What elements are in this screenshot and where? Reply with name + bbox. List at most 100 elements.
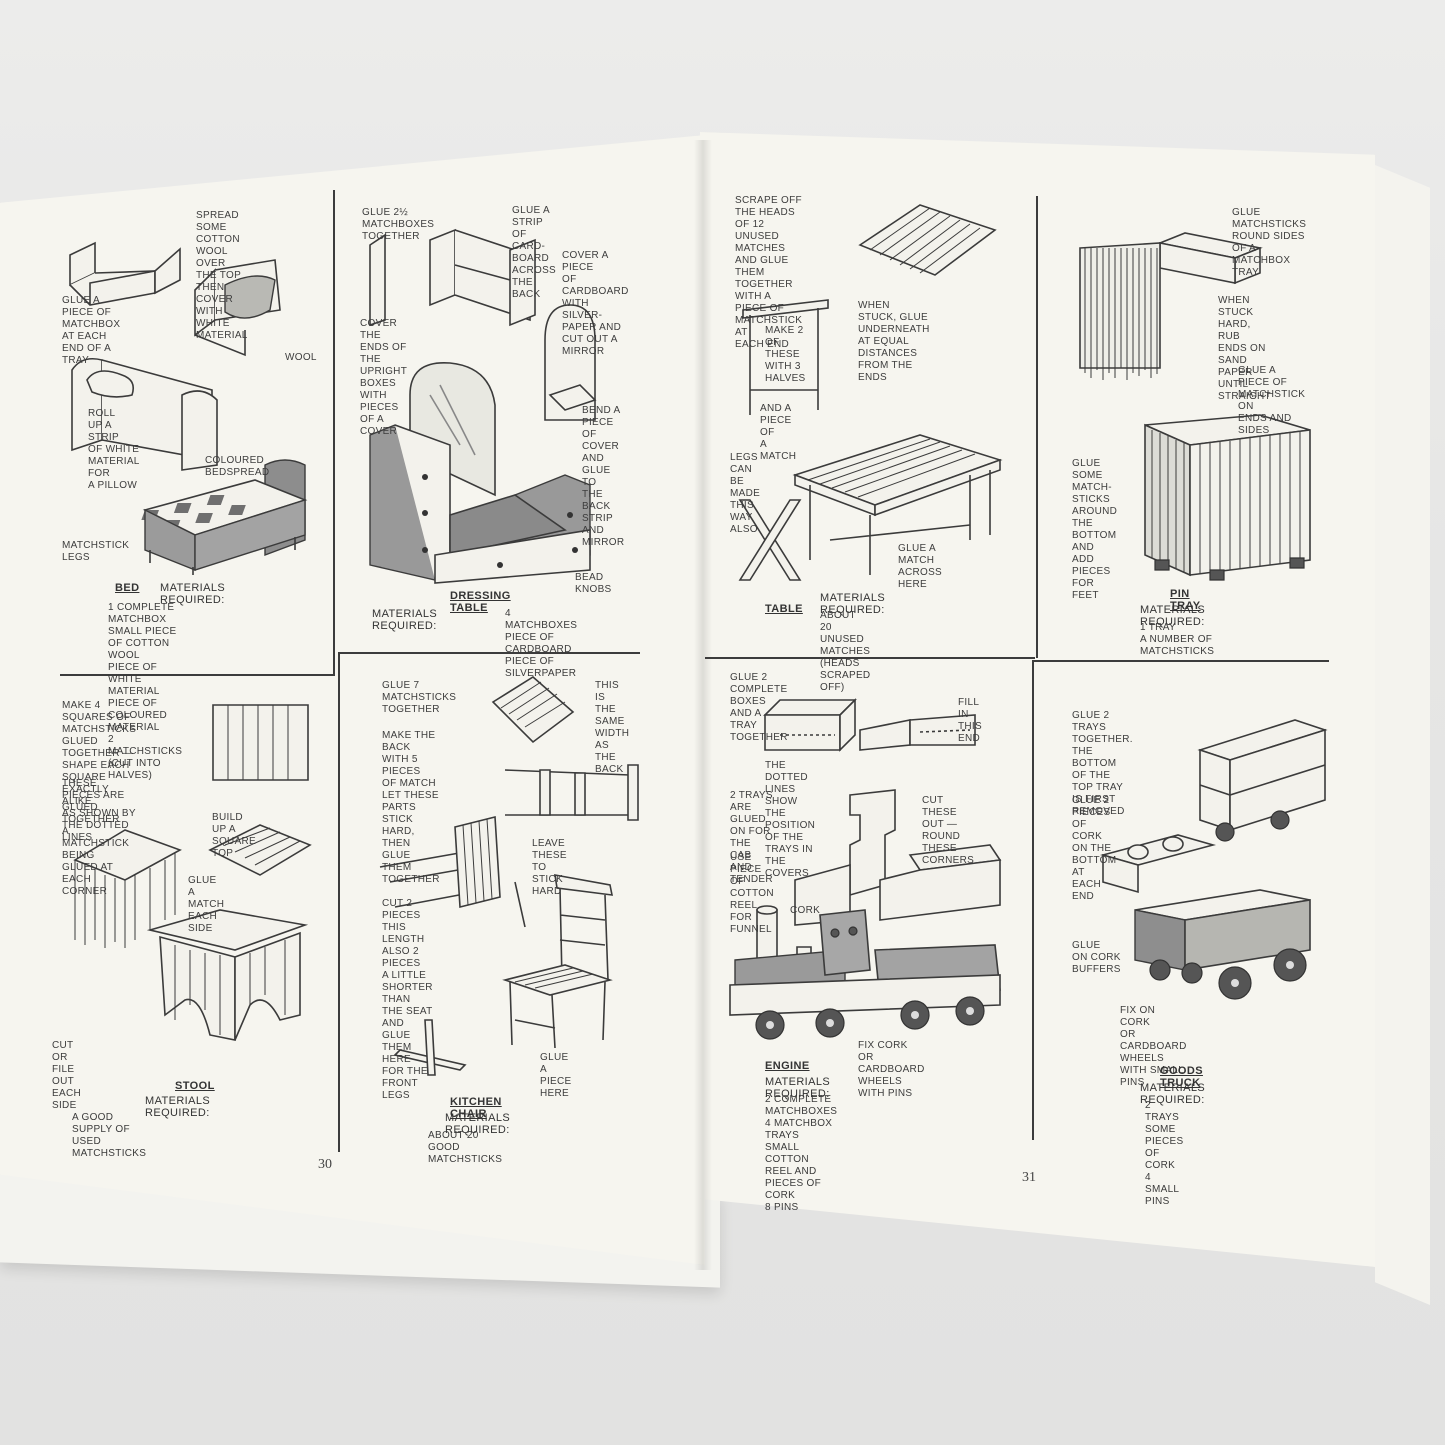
bed-materials: 1 COMPLETE MATCHBOX SMALL PIECE OF COTTO… [108, 602, 183, 781]
divider-right-horizontal-2 [1034, 660, 1329, 662]
engine-materials: 2 COMPLETE MATCHBOXES 4 MATCHBOX TRAYS S… [765, 1094, 838, 1213]
table-materials: ABOUT 20 UNUSED MATCHES (HEADS SCRAPED O… [820, 610, 871, 693]
book-gutter [694, 140, 712, 1270]
engine-caption-glue2: GLUE 2 COMPLETE BOXES AND A TRAY TOGETHE… [730, 672, 788, 743]
engine-caption-dotted: THE DOTTED LINES SHOW THE POSITION OF TH… [765, 760, 816, 879]
bed-tray-drawing [60, 235, 190, 325]
truck-caption-wheels: FIX ON CORK OR CARDBOARD WHEELS WITH SMA… [1120, 1005, 1187, 1088]
engine-caption-cut-round: CUT THESE OUT — ROUND THESE CORNERS [922, 795, 975, 866]
chair-back-frame-drawing [500, 755, 645, 825]
chair-finished-drawing [500, 870, 630, 1050]
table-leg-frame-drawing [738, 290, 838, 420]
stool-finished-drawing [140, 905, 310, 1045]
engine-caption-funnel: USE PIECE OF COTTON REEL FOR FUNNEL [730, 852, 774, 935]
pin-tray-materials-label: MATERIALS REQUIRED: [1140, 604, 1206, 628]
engine-cab-drawing [790, 785, 1010, 930]
pin-tray-sticks-drawing [1075, 228, 1265, 388]
table-caption-across: GLUE A MATCH ACROSS HERE [898, 543, 943, 590]
bed-caption-spread: SPREAD SOME COTTON WOOL OVER THE TOP THE… [196, 210, 248, 341]
pin-tray-caption-rub: WHEN STUCK HARD, RUB ENDS ON SAND PAPER … [1218, 295, 1271, 402]
stool-caption-pieces: THESE PIECES ARE GLUED TOGETHER A MATCHS… [62, 778, 130, 897]
chair-caption-glue-piece: GLUE A PIECE HERE [540, 1052, 572, 1099]
chair-assembly-drawing [375, 812, 545, 932]
engine-caption-wheels: FIX CORK OR CARDBOARD WHEELS WITH PINS [858, 1040, 925, 1099]
engine-materials-label: MATERIALS REQUIRED: [765, 1076, 831, 1100]
dressing-caption-glue-boxes: GLUE 2½ MATCHBOXES TOGETHER [362, 207, 435, 242]
table-caption-when-stuck: WHEN STUCK, GLUE UNDERNEATH AT EQUAL DIS… [858, 300, 930, 383]
dressing-boxes-drawing [360, 225, 550, 335]
truck-materials-label: MATERIALS REQUIRED: [1140, 1082, 1206, 1106]
truck-caption-glue2: GLUE 2 TRAYS TOGETHER. THE BOTTOM OF THE… [1072, 710, 1133, 817]
bed-caption-roll: ROLL UP A STRIP OF WHITE MATERIAL FOR A … [88, 408, 140, 491]
stool-materials: A GOOD SUPPLY OF USED MATCHSTICKS [72, 1112, 147, 1159]
table-materials-label: MATERIALS REQUIRED: [820, 592, 886, 616]
table-caption-make2: MAKE 2 OF THESE WITH 3 HALVES [765, 325, 806, 384]
chair-materials-label: MATERIALS REQUIRED: [445, 1112, 511, 1136]
dressing-caption-cover: COVER A PIECE OF CARDBOARD WITH SILVER- … [562, 250, 629, 357]
stool-top-drawing [205, 820, 315, 880]
dressing-title: DRESSING TABLE [450, 590, 511, 614]
pin-tray-caption-glue-piece: GLUE A PIECE OF MATCHSTICK ON ENDS AND S… [1238, 365, 1306, 436]
dressing-caption-bend: BEND A PIECE OF COVER AND GLUE TO THE BA… [582, 405, 625, 548]
table-x-legs-drawing [735, 495, 805, 585]
chair-caption-back: MAKE THE BACK WITH 5 PIECES OF MATCH LET… [382, 730, 440, 885]
chair-materials: ABOUT 20 GOOD MATCHSTICKS [428, 1130, 503, 1165]
dressing-finished-drawing [365, 355, 600, 585]
engine-caption-cab: 2 TRAYS ARE GLUED ON FOR THE CAB AND TEN… [730, 790, 773, 885]
pin-tray-materials: 1 TRAY A NUMBER OF MATCHSTICKS [1140, 622, 1215, 657]
table-finished-drawing [790, 430, 1005, 580]
stool-square-drawing [208, 700, 318, 790]
bed-caption-bedspread: COLOURED BEDSPREAD [205, 455, 270, 478]
page-number-right: 31 [1022, 1170, 1036, 1185]
table-caption-and-piece: AND A PIECE OF A MATCH [760, 403, 797, 462]
divider-left-horizontal [60, 674, 335, 676]
dressing-materials-label: MATERIALS REQUIRED: [372, 608, 438, 632]
engine-caption-cork: CORK [790, 905, 821, 916]
truck-trays-drawing [1195, 715, 1330, 845]
engine-caption-fill: FILL IN THIS END [958, 697, 982, 744]
stool-frame-drawing [55, 820, 185, 950]
dressing-caption-strip: GLUE A STRIP OF CARD- BOARD ACROSS THE B… [512, 205, 557, 300]
pin-tray-finished-drawing [1140, 410, 1315, 585]
divider-right-vertical-top [1036, 196, 1038, 658]
chair-seat-drawing [488, 672, 578, 752]
dressing-caption-knobs: BEAD KNOBS [575, 572, 612, 595]
stool-caption-build: BUILD UP A SQUARE TOP [212, 812, 257, 859]
divider-right-horizontal [705, 657, 1035, 659]
page-number-left: 30 [318, 1157, 332, 1172]
truck-caption-buffers: GLUE ON CORK BUFFERS [1072, 940, 1121, 975]
bed-wool-drawing [185, 250, 295, 360]
bed-title: BED [115, 582, 140, 594]
divider-right-vertical-bottom [1032, 660, 1034, 1140]
chair-caption-cut2: CUT 2 PIECES THIS LENGTH ALSO 2 PIECES A… [382, 898, 433, 1101]
bed-caption-glue: GLUE A PIECE OF MATCHBOX AT EACH END OF … [62, 295, 121, 366]
engine-finished-drawing [725, 905, 1005, 1055]
back-cover-edge [1375, 165, 1430, 1305]
chair-caption-same-width: THIS IS THE SAME WIDTH AS THE BACK [595, 680, 630, 775]
bed-materials-label: MATERIALS REQUIRED: [160, 582, 226, 606]
engine-boxes-drawing [760, 690, 990, 760]
stool-title: STOOL [175, 1080, 215, 1092]
divider-left-vertical-top [333, 190, 335, 676]
truck-materials: 2 TRAYS SOME PIECES OF CORK 4 SMALL PINS [1145, 1100, 1184, 1207]
chair-caption-leave: LEAVE THESE TO STICK HARD [532, 838, 567, 897]
truck-cork-drawing [1098, 830, 1218, 895]
divider-left-vertical-bottom [338, 652, 340, 1152]
pin-tray-caption-feet: GLUE SOME MATCH- STICKS AROUND THE BOTTO… [1072, 458, 1118, 601]
dressing-materials: 4 MATCHBOXES PIECE OF CARDBOARD PIECE OF… [505, 608, 578, 679]
chair-legs-drawing [390, 1015, 470, 1085]
bed-finished-drawing [141, 455, 325, 575]
bed-pillow-drawing [62, 350, 222, 480]
table-title: TABLE [765, 603, 803, 615]
bed-caption-wool: WOOL [285, 352, 317, 363]
chair-caption-glue7: GLUE 7 MATCHSTICKS TOGETHER [382, 680, 457, 715]
dressing-caption-ends: COVER THE ENDS OF THE UPRIGHT BOXES WITH… [360, 318, 408, 437]
table-top-drawing [855, 195, 1005, 285]
truck-caption-cork: GLUE 2 PIECES OF CORK ON THE BOTTOM AT E… [1072, 795, 1117, 902]
dressing-mirror-drawing [535, 300, 605, 440]
truck-title: GOODS TRUCK [1160, 1065, 1203, 1089]
table-caption-scrape: SCRAPE OFF THE HEADS OF 12 UNUSED MATCHE… [735, 195, 803, 350]
stool-materials-label: MATERIALS REQUIRED: [145, 1095, 211, 1119]
engine-title: ENGINE [765, 1060, 810, 1072]
stool-caption-glue-match: GLUE A MATCH EACH SIDE [188, 875, 225, 934]
